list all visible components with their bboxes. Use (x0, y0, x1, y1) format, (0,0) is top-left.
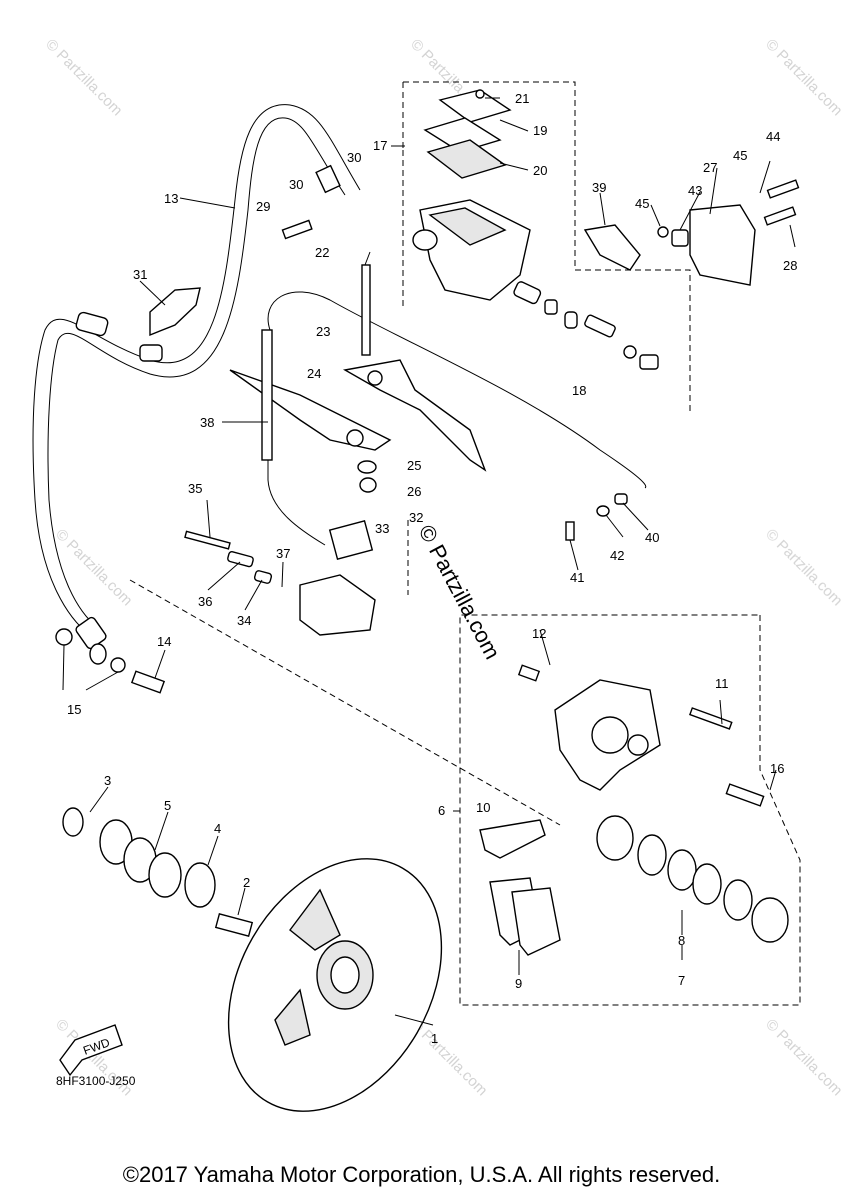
disc-spacers (62, 807, 254, 938)
callout-42: 42 (610, 548, 624, 563)
callout-39: 39 (592, 180, 606, 195)
pistons-and-seals (596, 815, 789, 943)
callout-1: 1 (431, 1031, 438, 1046)
callout-9: 9 (515, 976, 522, 991)
callout-38: 38 (200, 415, 214, 430)
callout-10: 10 (476, 800, 490, 815)
watermark-mid-right: © Partzilla.com (762, 526, 843, 609)
callout-20: 20 (533, 163, 547, 178)
callout-45a: 45 (733, 148, 747, 163)
watermark-bottom-right: © Partzilla.com (762, 1016, 843, 1099)
callout-19: 19 (533, 123, 547, 138)
callout-7: 7 (678, 973, 685, 988)
diagram-code: 8HF3100-J250 (56, 1074, 136, 1088)
callout-21: 21 (515, 91, 529, 106)
callout-22: 22 (315, 245, 329, 260)
callout-23: 23 (316, 324, 330, 339)
callout-6: 6 (438, 803, 445, 818)
bolt-41 (565, 521, 575, 541)
copyright-notice: ©2017 Yamaha Motor Corporation, U.S.A. A… (122, 1162, 721, 1187)
dashed-group-outlines (129, 81, 801, 1006)
callout-32: 32 (409, 510, 423, 525)
callout-18: 18 (572, 383, 586, 398)
brake-hose (32, 104, 361, 665)
hose-clamp (149, 287, 201, 337)
washer-42 (596, 505, 610, 517)
main-caliper (517, 664, 765, 807)
piston-kit (513, 281, 659, 370)
washer-15a (55, 628, 73, 646)
callout-16: 16 (770, 761, 784, 776)
callout-17: 17 (373, 138, 387, 153)
callout-30a: 30 (347, 150, 361, 165)
leader-lines (62, 97, 796, 1026)
bolt-29 (281, 219, 313, 240)
callout-2: 2 (243, 875, 250, 890)
callout-12: 12 (532, 626, 546, 641)
spring-parts (184, 530, 273, 584)
brake-disc (227, 858, 443, 1112)
nut-26 (359, 477, 377, 493)
callout-5: 5 (164, 798, 171, 813)
callout-33: 33 (375, 521, 389, 536)
washer-15b (110, 657, 126, 673)
callout-30b: 30 (289, 177, 303, 192)
callout-28: 28 (783, 258, 797, 273)
callout-29: 29 (256, 199, 270, 214)
pivot-bolt (361, 264, 371, 356)
bolt-28 (763, 206, 797, 226)
callout-44: 44 (766, 129, 780, 144)
callout-35: 35 (188, 481, 202, 496)
watermark-center: © Partzilla.com (414, 521, 506, 664)
callout-25: 25 (407, 458, 421, 473)
callout-43: 43 (688, 183, 702, 198)
callout-27: 27 (703, 160, 717, 175)
callout-24: 24 (307, 366, 321, 381)
callout-13: 13 (164, 191, 178, 206)
watermark-top-left: © Partzilla.com (42, 36, 125, 119)
master-cylinder (412, 89, 531, 301)
callout-37: 37 (276, 546, 290, 561)
parking-cable (261, 291, 647, 546)
callout-11: 11 (715, 676, 729, 691)
watermark-mid-left: © Partzilla.com (52, 526, 135, 609)
callout-45b: 45 (635, 196, 649, 211)
callout-3: 3 (104, 773, 111, 788)
callout-31: 31 (133, 267, 147, 282)
brake-pads (479, 819, 561, 956)
bolt-44 (766, 179, 800, 199)
banjo-bolt (130, 670, 166, 694)
callout-36: 36 (198, 594, 212, 609)
callout-15: 15 (67, 702, 81, 717)
callout-14: 14 (157, 634, 171, 649)
callout-40: 40 (645, 530, 659, 545)
parking-caliper (299, 519, 376, 636)
watermark-top-right: © Partzilla.com (762, 36, 843, 119)
callout-4: 4 (214, 821, 221, 836)
callout-26: 26 (407, 484, 421, 499)
fwd-arrow-icon: FWD (59, 1024, 123, 1077)
callout-8: 8 (678, 933, 685, 948)
nut-25 (357, 460, 377, 474)
callout-41: 41 (570, 570, 584, 585)
pedal-bracket (583, 204, 756, 286)
callout-labels: 1 2 3 4 5 6 7 8 9 10 11 12 13 14 15 16 1… (67, 91, 797, 1046)
collar-40 (614, 493, 628, 505)
callout-34: 34 (237, 613, 251, 628)
